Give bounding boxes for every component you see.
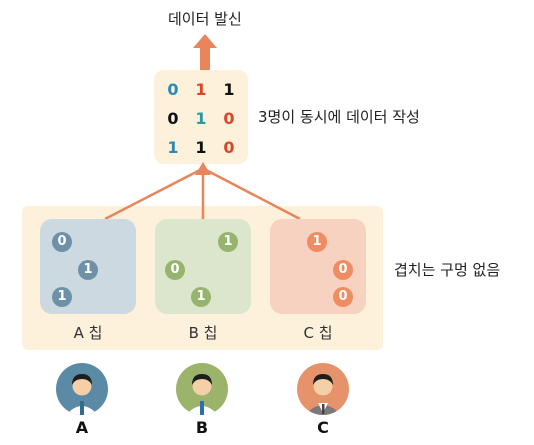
- chip-hole: 1: [191, 287, 211, 307]
- person-c-avatar: [297, 363, 349, 415]
- chip-b: 1 0 1: [155, 219, 251, 314]
- matrix-cell: 1: [195, 109, 207, 128]
- matrix-cell: 1: [195, 138, 207, 157]
- matrix-cell: 0: [223, 109, 235, 128]
- chip-a-label: A 칩: [73, 324, 103, 342]
- chip-hole: 1: [218, 232, 238, 252]
- chip-b-label: B 칩: [188, 324, 218, 342]
- tray-caption: 겹치는 구멍 없음: [394, 261, 501, 279]
- person-b-label: B: [195, 418, 209, 437]
- matrix-cell: 0: [167, 109, 179, 128]
- matrix-cell: 1: [167, 138, 179, 157]
- chip-hole: 0: [165, 260, 185, 280]
- chip-hole: 1: [307, 232, 327, 252]
- person-a-avatar: [56, 363, 108, 415]
- chip-a: 0 1 1: [40, 219, 136, 314]
- chip-c-label: C 칩: [303, 324, 333, 342]
- output-arrow-icon: [193, 34, 217, 70]
- matrix-cell: 0: [167, 80, 179, 99]
- person-c-label: C: [317, 418, 329, 437]
- data-matrix: 0 1 1 0 1 0 1 1 0: [154, 70, 248, 164]
- chip-c: 1 0 0: [270, 219, 366, 314]
- matrix-cell: 1: [195, 80, 207, 99]
- chip-hole: 0: [52, 232, 72, 252]
- person-a-label: A: [75, 418, 89, 437]
- chip-hole: 0: [333, 260, 353, 280]
- matrix-cell: 1: [223, 80, 235, 99]
- chip-hole: 1: [78, 260, 98, 280]
- matrix-caption: 3명이 동시에 데이터 작성: [258, 108, 420, 126]
- matrix-cell: 0: [223, 138, 235, 157]
- output-title: 데이터 발신: [168, 10, 242, 28]
- person-b-avatar: [176, 363, 228, 415]
- chip-hole: 1: [52, 287, 72, 307]
- chip-hole: 0: [333, 287, 353, 307]
